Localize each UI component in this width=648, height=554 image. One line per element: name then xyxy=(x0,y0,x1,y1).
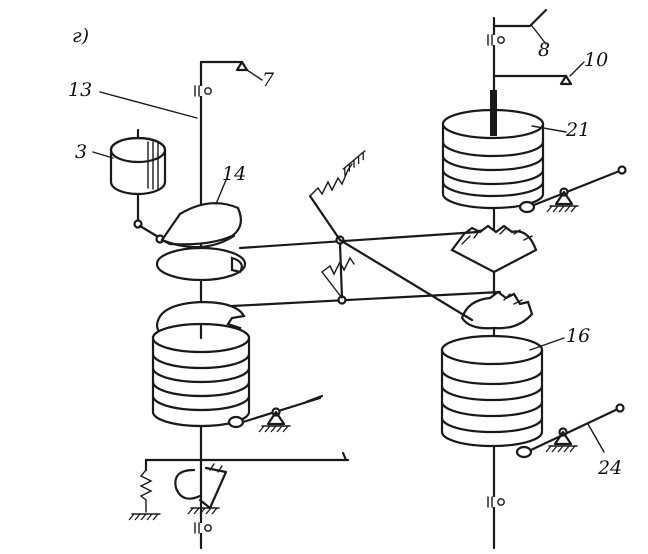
lever-21 xyxy=(518,165,627,214)
clutch-pack-16 xyxy=(440,334,544,448)
label-24: 24 xyxy=(597,457,622,479)
lever-24 xyxy=(515,403,625,459)
figure-label: г) xyxy=(72,25,89,47)
label-14: 14 xyxy=(222,163,246,185)
label-3: 3 xyxy=(75,141,87,163)
label-10: 10 xyxy=(584,49,608,71)
disc-upper xyxy=(155,246,247,282)
gear-sector-upper xyxy=(450,224,538,274)
hub-bottom-left xyxy=(174,463,228,515)
spring-bottom-left xyxy=(128,469,161,521)
spring-middle-upper xyxy=(309,150,370,197)
label-21: 21 xyxy=(565,119,590,141)
label-8: 8 xyxy=(538,39,550,61)
clutch-pack-21 xyxy=(441,90,545,210)
label-13: 13 xyxy=(68,79,92,101)
label-16: 16 xyxy=(566,325,590,347)
right-shaft-assembly xyxy=(440,8,627,550)
cam-14 xyxy=(160,202,243,249)
left-shaft-assembly xyxy=(109,60,350,550)
clutch-pack-left xyxy=(151,322,251,428)
linkage-rods xyxy=(230,150,502,322)
spring-middle-lower xyxy=(321,256,355,299)
gear-sector-lower xyxy=(460,290,534,330)
label-7: 7 xyxy=(262,69,275,91)
pivot-7 xyxy=(235,60,249,72)
pivot-10 xyxy=(559,74,573,86)
lever-lower-left xyxy=(227,394,324,433)
leader-lines xyxy=(92,25,585,351)
cylinder-3 xyxy=(109,128,167,229)
